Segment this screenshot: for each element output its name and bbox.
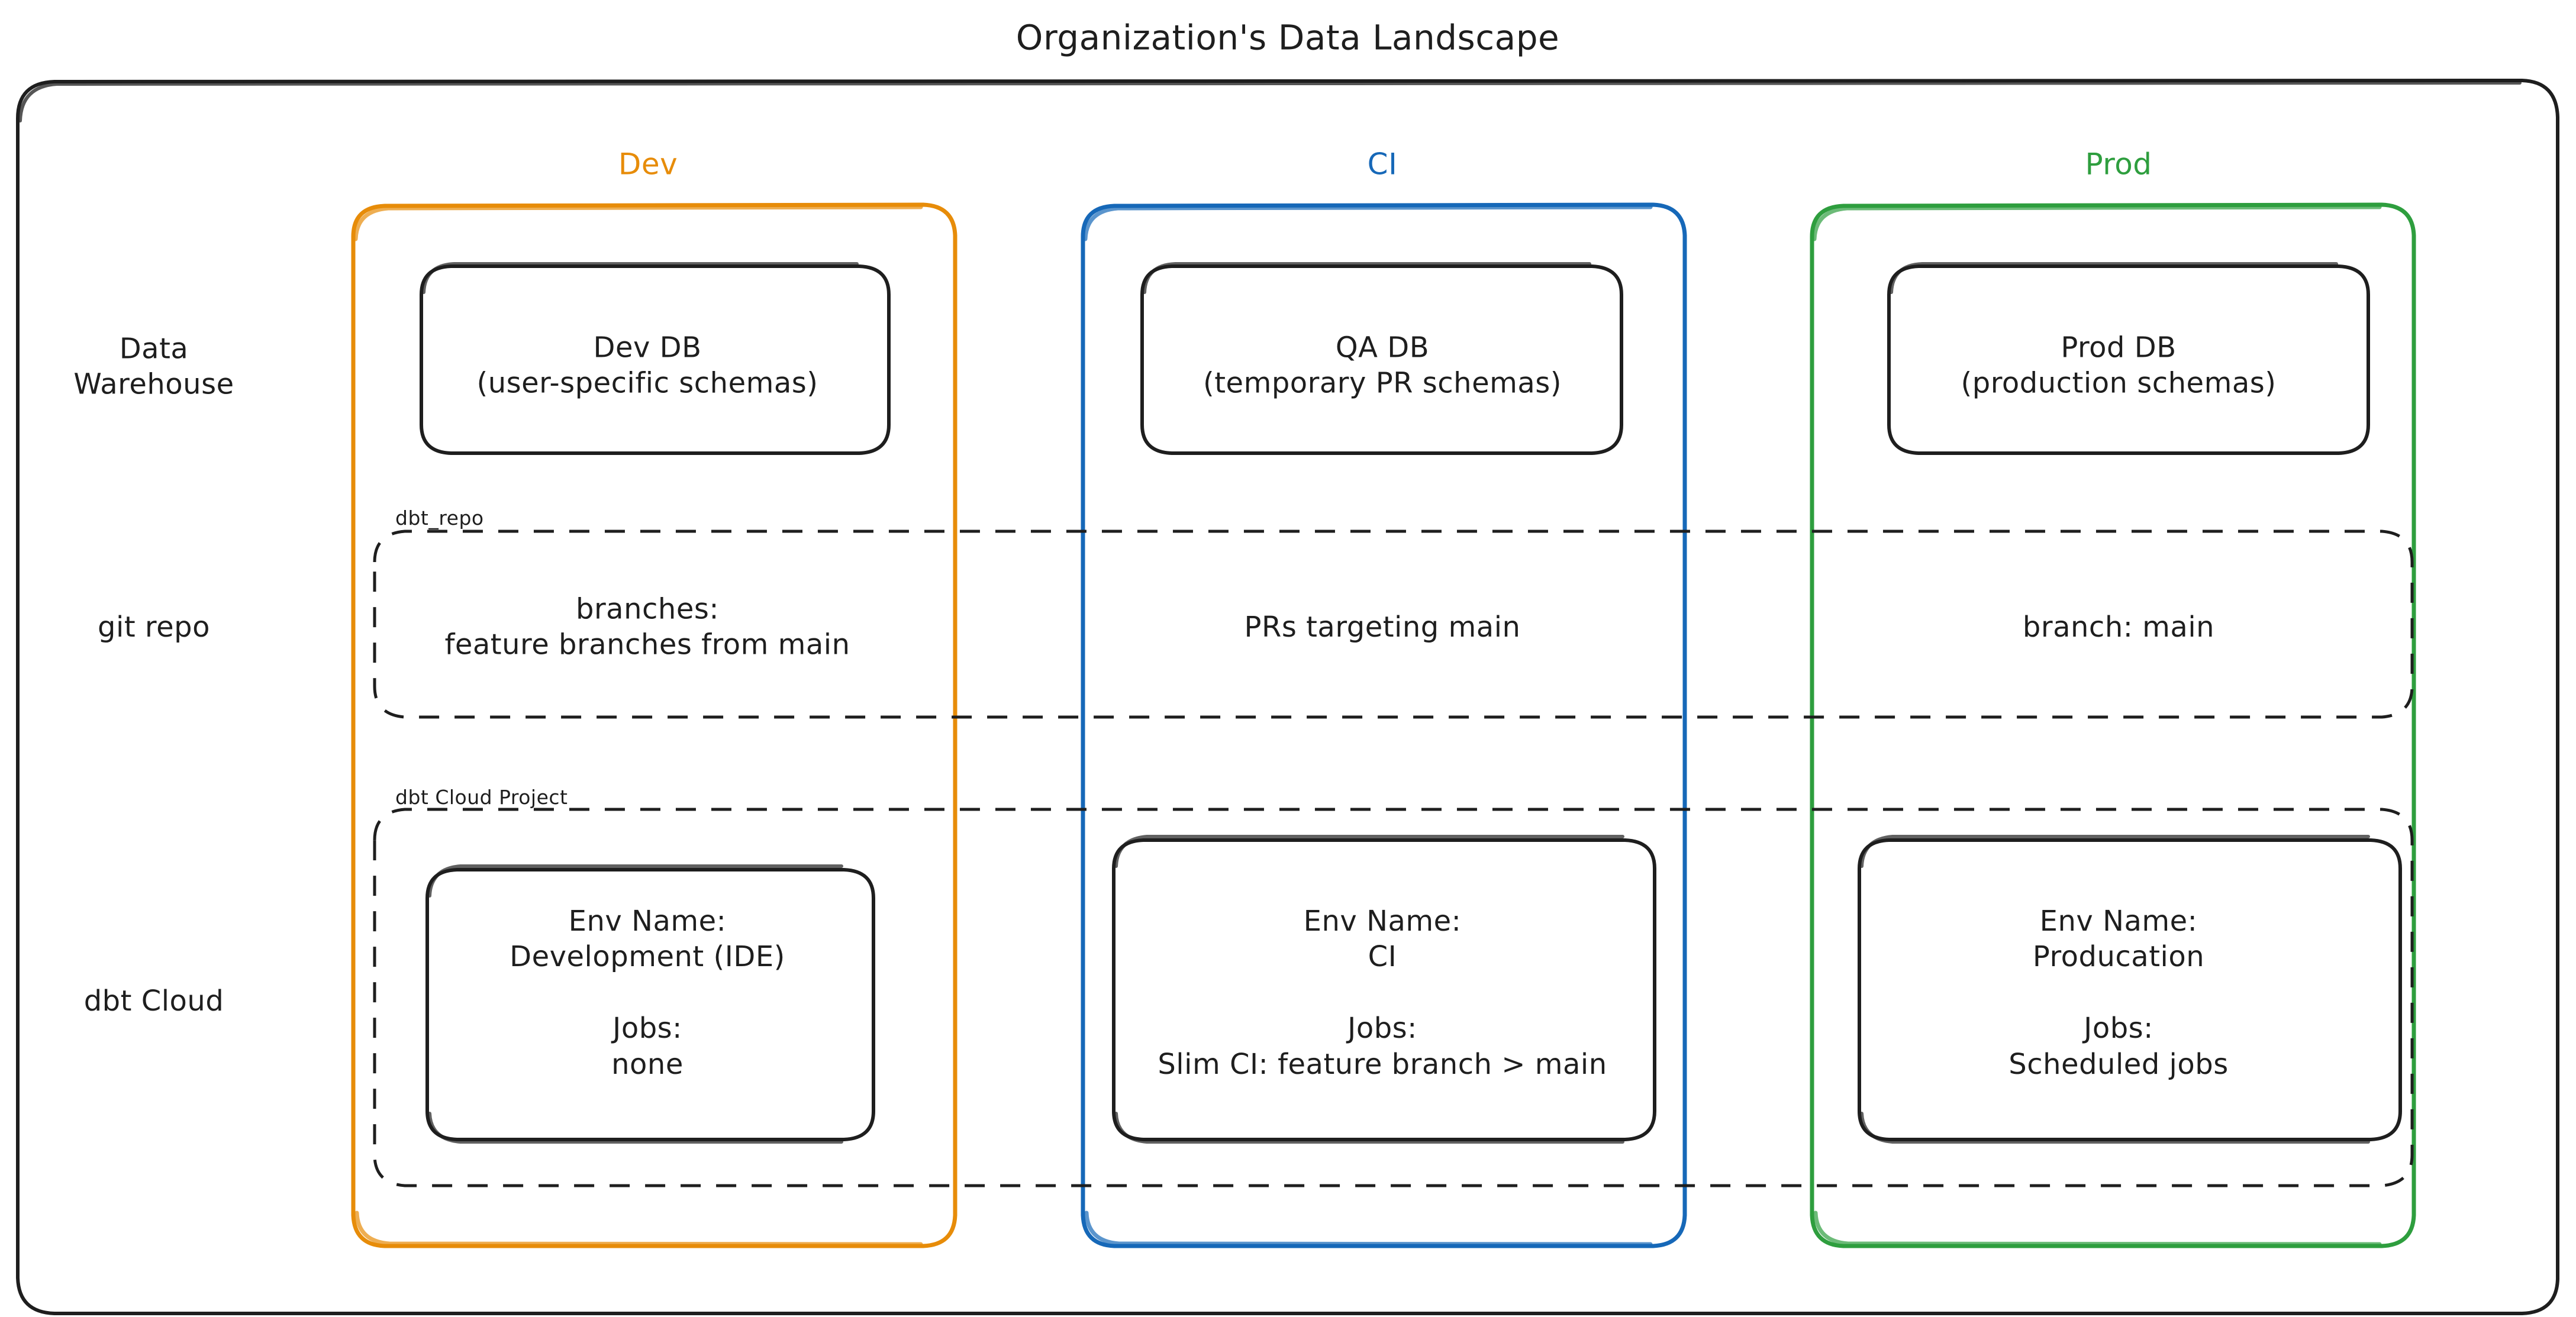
db-box-prod: [1887, 262, 2370, 455]
row-label-git-repo: git repo: [98, 610, 210, 644]
column-header-prod: Prod: [2085, 147, 2152, 182]
db-box-ci: [1140, 262, 1623, 455]
cell-dbtcloud-prod: Env Name: Producation Jobs: Scheduled jo…: [2008, 904, 2229, 1081]
column-header-ci: CI: [1367, 147, 1398, 182]
group-border-dbt-repo: [373, 530, 2414, 719]
cell-warehouse-dev: Dev DB (user-specific schemas): [476, 331, 818, 400]
env-box-prod: [1858, 835, 2402, 1144]
group-tag-dbt-repo: dbt_repo: [395, 506, 484, 530]
cell-dbtcloud-ci: Env Name: CI Jobs: Slim CI: feature bran…: [1158, 904, 1607, 1081]
cell-warehouse-ci: QA DB (temporary PR schemas): [1202, 331, 1562, 400]
cell-git-ci: PRs targeting main: [1244, 610, 1521, 644]
outer-frame: [16, 78, 2559, 1315]
group-tag-dbt-cloud-project: dbt Cloud Project: [395, 786, 568, 809]
cell-git-prod: branch: main: [2022, 610, 2215, 644]
cell-dbtcloud-dev: Env Name: Development (IDE) Jobs: none: [510, 904, 785, 1081]
column-box-dev: [351, 202, 957, 1248]
column-header-dev: Dev: [618, 147, 678, 182]
group-border-dbt-cloud-project: [373, 808, 2414, 1187]
cell-warehouse-prod: Prod DB (production schemas): [1961, 331, 2277, 400]
column-box-ci: [1081, 202, 1687, 1248]
column-box-prod: [1810, 202, 2416, 1248]
page-title: Organization's Data Landscape: [1015, 17, 1560, 58]
env-box-dev: [425, 864, 875, 1144]
env-box-ci: [1112, 835, 1656, 1144]
row-label-dbt-cloud: dbt Cloud: [83, 984, 224, 1018]
row-label-data-warehouse: Data Warehouse: [73, 332, 234, 401]
db-box-dev: [420, 262, 891, 455]
cell-git-dev: branches: feature branches from main: [444, 592, 850, 661]
